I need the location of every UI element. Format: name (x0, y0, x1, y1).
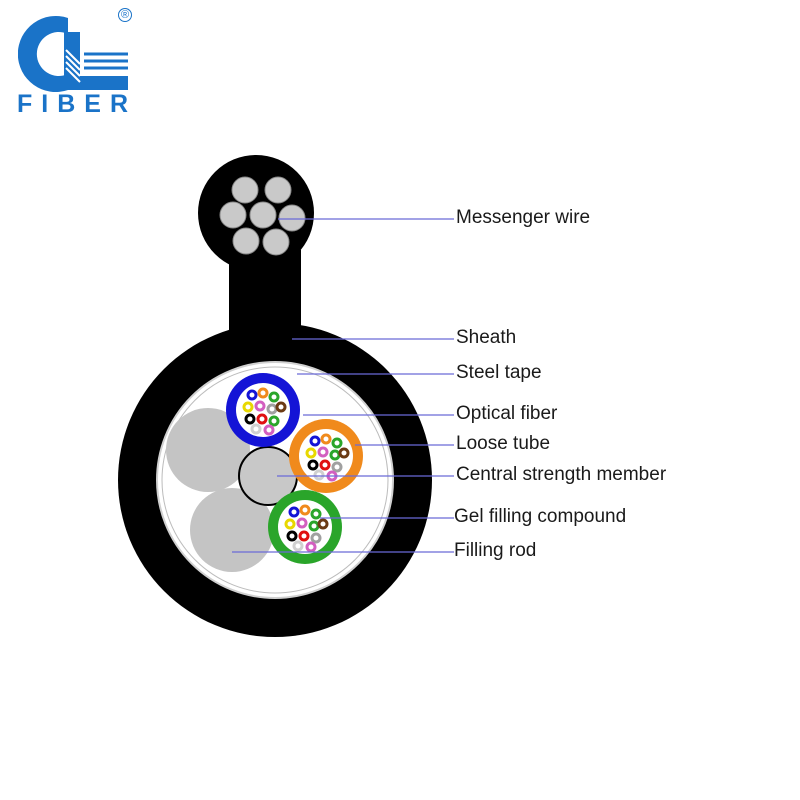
filling-rod-1 (166, 408, 250, 492)
label-sheath: Sheath (456, 327, 517, 348)
logo-wordmark: FIBER (17, 90, 137, 118)
loose-tube-blue (226, 373, 300, 447)
label-optical-fiber: Optical fiber (456, 403, 558, 424)
label-filling-rod: Filling rod (454, 540, 537, 561)
loose-tube-orange (289, 419, 363, 493)
logo-mark-icon (17, 15, 128, 92)
filling-rod-2 (190, 488, 274, 572)
messenger-wire-strands (219, 176, 306, 256)
loose-tube-green (268, 490, 342, 564)
registered-mark: ® (118, 8, 132, 22)
label-steel-tape: Steel tape (456, 362, 542, 383)
label-loose-tube: Loose tube (456, 433, 551, 454)
leader-lines (232, 218, 454, 553)
label-gel-filling-compound: Gel filling compound (454, 506, 627, 527)
label-messenger-wire: Messenger wire (456, 207, 591, 228)
label-central-strength-member: Central strength member (456, 464, 667, 485)
company-logo (17, 10, 148, 120)
